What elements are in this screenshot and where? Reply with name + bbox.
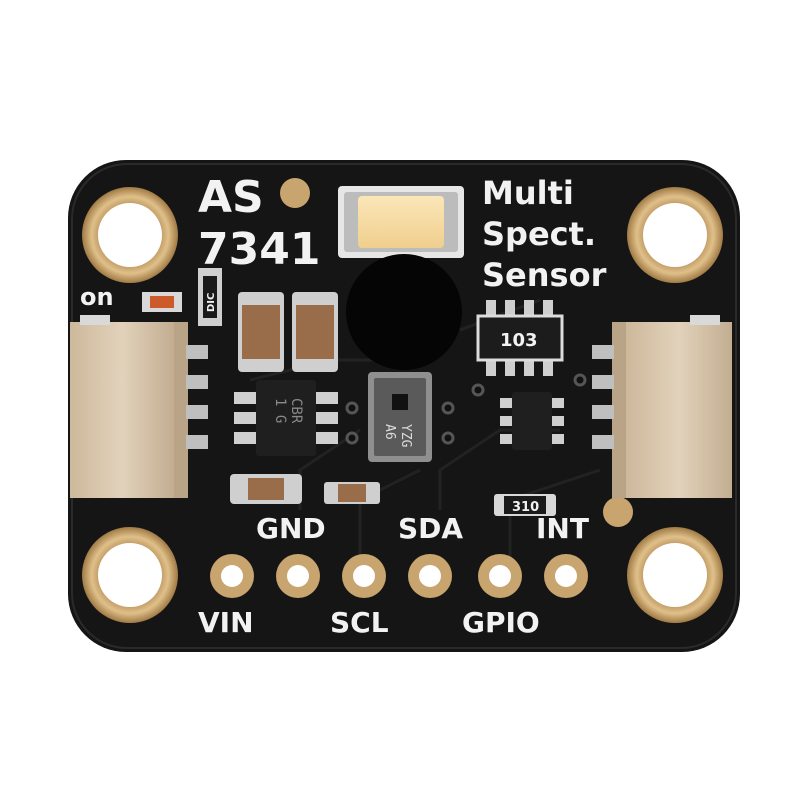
- pin-hole-int: [544, 554, 588, 598]
- mounting-hole-bottom-left: [82, 527, 178, 623]
- description-line1: Multi: [482, 174, 574, 212]
- resistor-array-103: 103: [476, 300, 564, 376]
- resistor-bottom-left: [230, 474, 302, 504]
- pin-label-sda: SDA: [398, 512, 463, 545]
- pin-hole-sda: [408, 554, 452, 598]
- vias: [345, 373, 587, 445]
- svg-text:YZG: YZG: [398, 424, 413, 448]
- capacitor-2: [292, 292, 338, 372]
- pin-label-int: INT: [536, 512, 589, 545]
- pin-label-scl: SCL: [330, 606, 389, 639]
- board-title-line1: AS: [198, 172, 264, 223]
- pin-hole-vin: [210, 554, 254, 598]
- svg-text:DIC: DIC: [206, 293, 217, 312]
- description-line2: Spect.: [482, 215, 596, 253]
- power-led: [142, 292, 182, 312]
- board-title-line2: 7341: [198, 224, 320, 275]
- fiducial-top: [280, 178, 310, 208]
- as7341-sensor-chip: A6 YZG: [368, 372, 432, 462]
- description-line3: Sensor: [482, 256, 607, 294]
- svg-text:CBR: CBR: [288, 398, 304, 424]
- level-shifter-chip: [500, 392, 564, 450]
- voltage-regulator: CBR 1 G: [234, 380, 338, 456]
- sensor-aperture: [346, 254, 462, 370]
- fiducial-right: [603, 497, 633, 527]
- pin-label-gpio: GPIO: [462, 606, 540, 639]
- mounting-hole-top-right: [627, 187, 723, 283]
- white-led: [338, 186, 464, 258]
- capacitor-1: [238, 292, 284, 372]
- mounting-hole-top-left: [82, 187, 178, 283]
- svg-text:103: 103: [500, 330, 538, 351]
- svg-text:A6: A6: [382, 424, 397, 440]
- svg-text:1 G: 1 G: [272, 398, 288, 423]
- pin-header: [210, 554, 588, 598]
- pin-hole-gpio: [478, 554, 522, 598]
- resistor-dic: DIC: [198, 268, 222, 326]
- stemma-qt-connector-right: [592, 315, 732, 498]
- pin-label-gnd: GND: [256, 512, 326, 545]
- power-led-label: on: [80, 283, 114, 311]
- pin-hole-gnd: [276, 554, 320, 598]
- pin-hole-scl: [342, 554, 386, 598]
- resistor-310: 310: [494, 494, 556, 516]
- mounting-hole-bottom-right: [627, 527, 723, 623]
- stemma-qt-connector-left: [70, 315, 208, 498]
- pin-label-vin: VIN: [198, 606, 254, 639]
- svg-text:310: 310: [512, 500, 539, 515]
- resistor-bottom-middle: [324, 482, 380, 504]
